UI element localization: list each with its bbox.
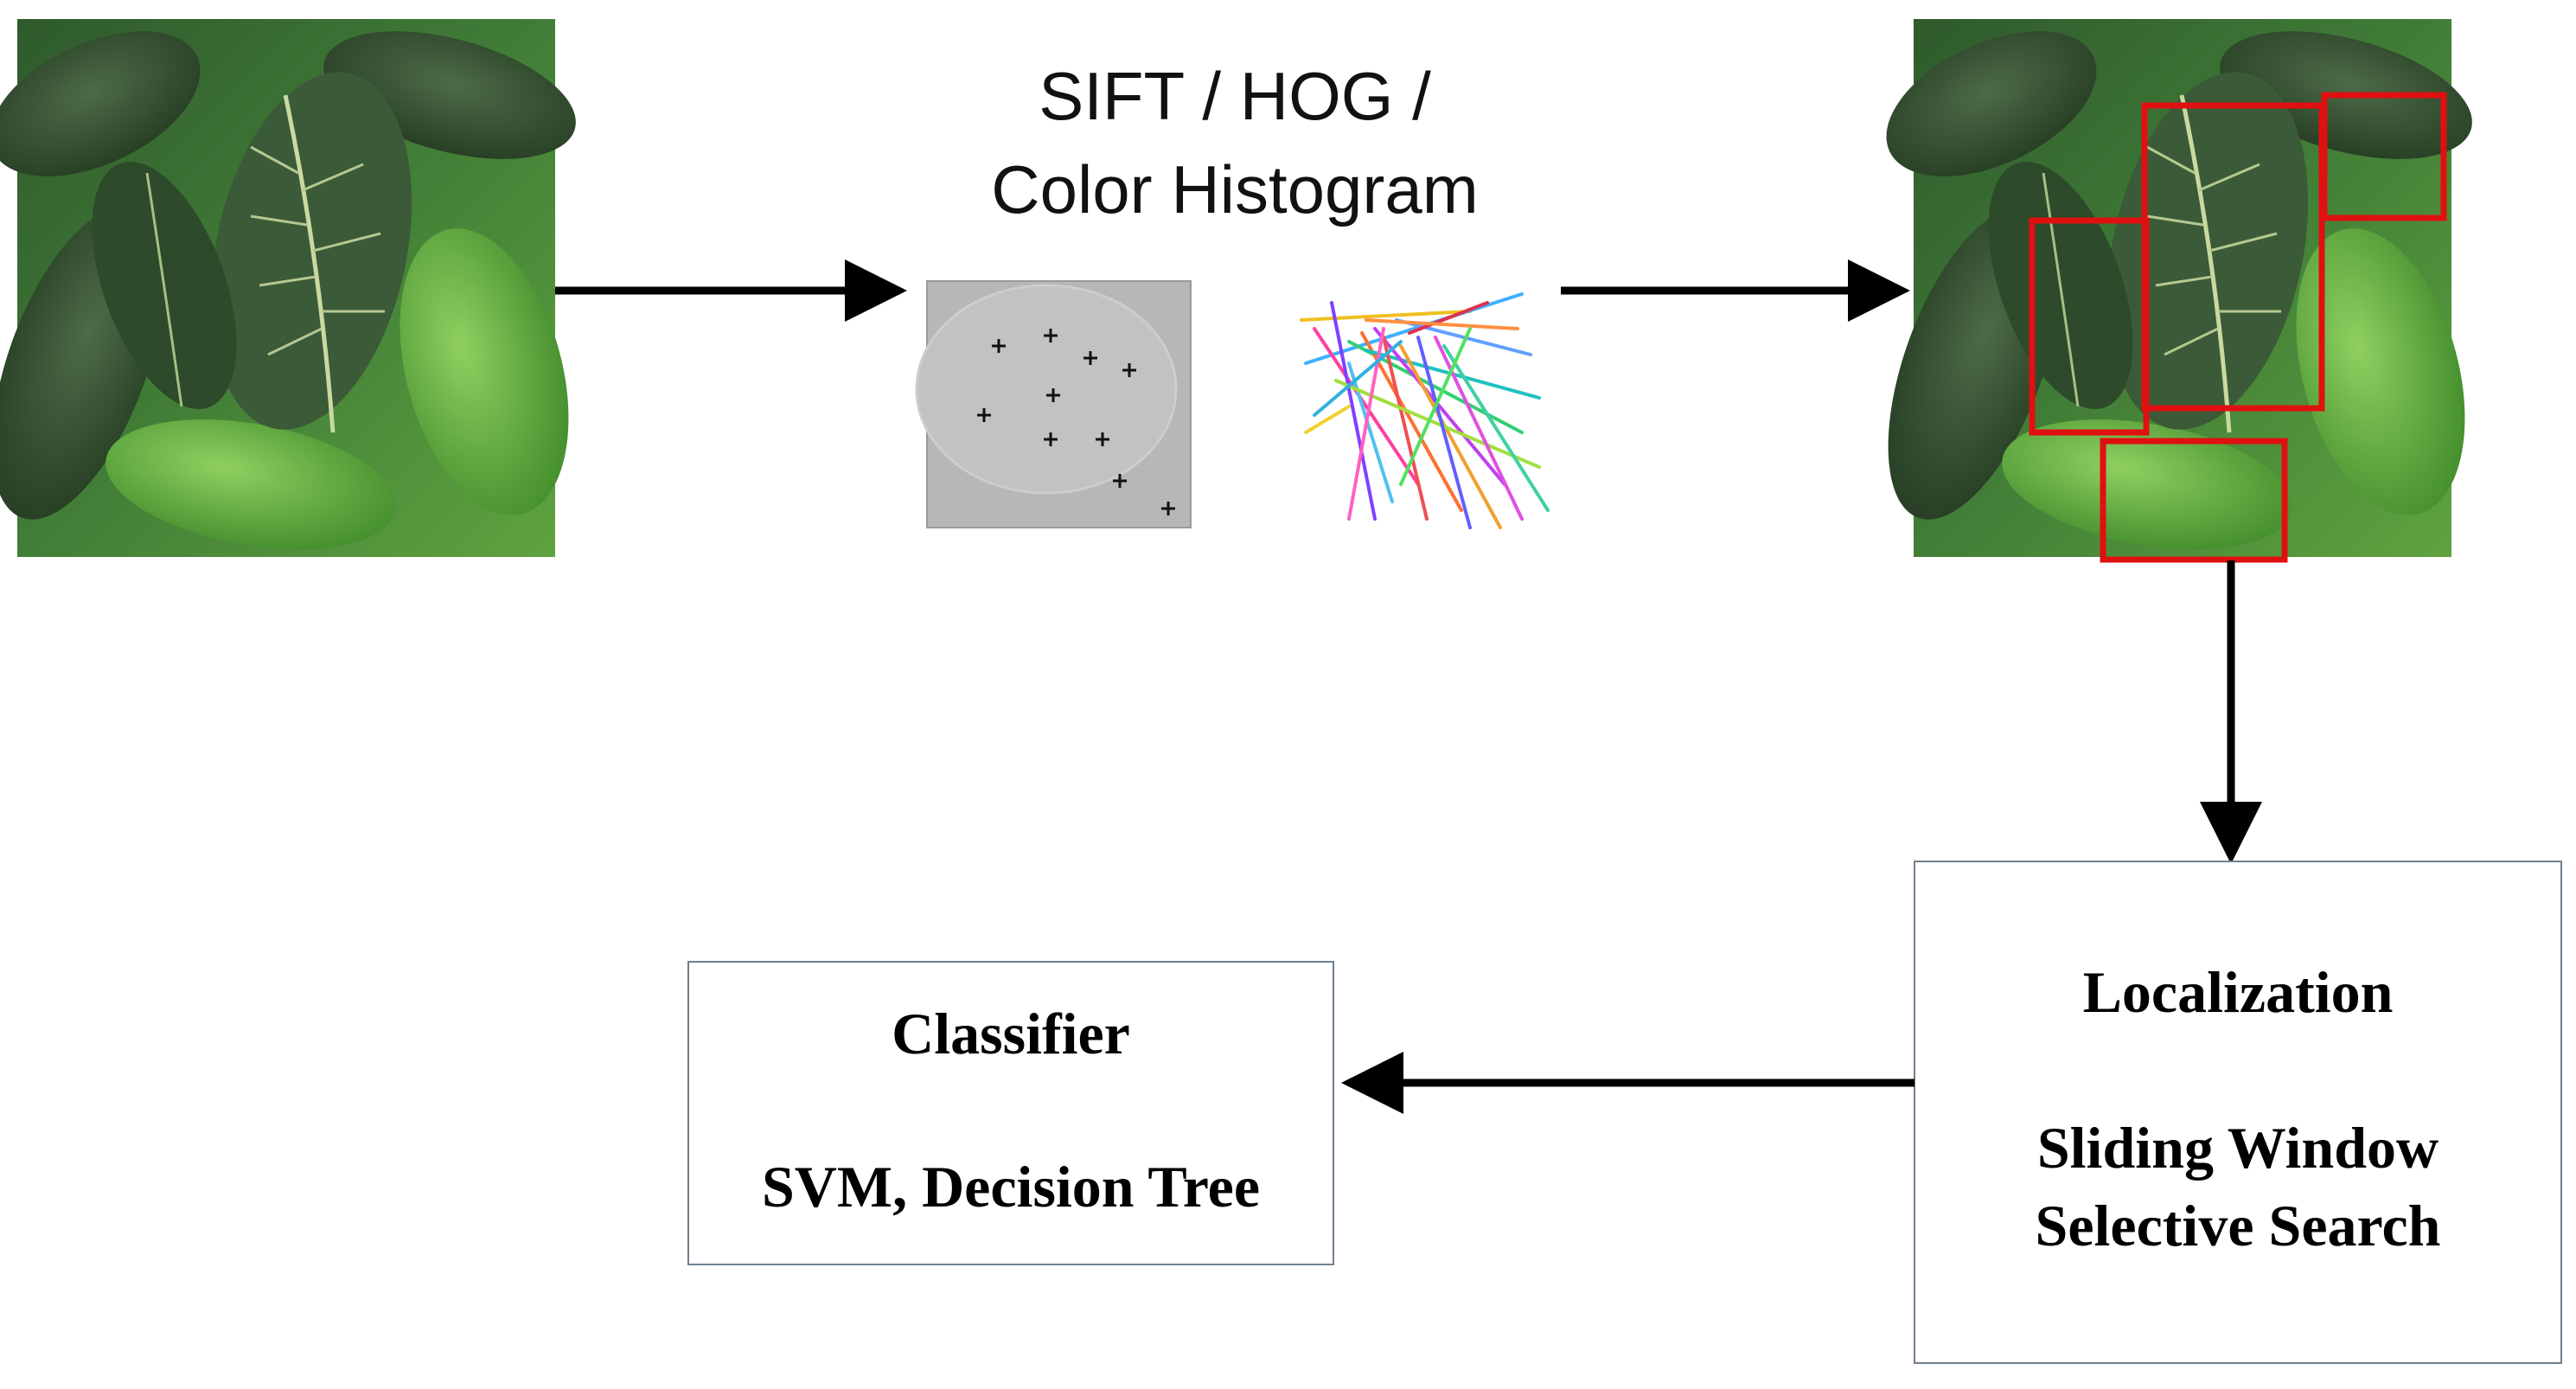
localization-method-2: Selective Search bbox=[2036, 1193, 2441, 1258]
detection-box bbox=[2029, 217, 2150, 436]
input-leaf-photo-icon bbox=[0, 19, 576, 557]
classifier-methods: SVM, Decision Tree bbox=[762, 1154, 1260, 1219]
hog-gradient-lines-icon bbox=[1290, 281, 1550, 529]
sift-keypoints-icon bbox=[915, 280, 1192, 528]
classifier-box: Classifier SVM, Decision Tree bbox=[687, 961, 1334, 1265]
detection-box bbox=[2321, 92, 2447, 221]
detected-leaf-photo-icon bbox=[1886, 19, 2472, 563]
localization-method-1: Sliding Window bbox=[2037, 1115, 2439, 1181]
localization-box: Localization Sliding Window Selective Se… bbox=[1914, 861, 2562, 1364]
features-title-line2: Color Histogram bbox=[991, 151, 1478, 227]
detection-box bbox=[2100, 438, 2288, 563]
localization-title: Localization bbox=[2083, 959, 2394, 1025]
features-title-line1: SIFT / HOG / bbox=[1039, 58, 1431, 134]
classifier-title: Classifier bbox=[892, 1001, 1130, 1066]
